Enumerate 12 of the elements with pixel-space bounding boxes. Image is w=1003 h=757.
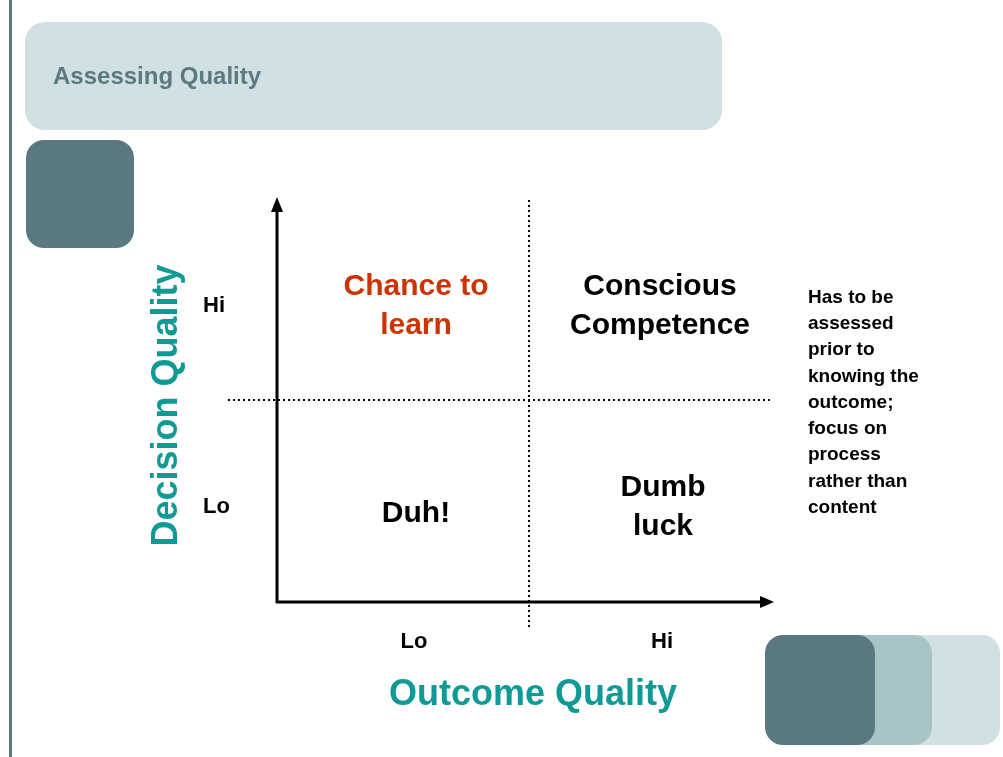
- tick-label: Hi: [650, 627, 674, 655]
- quadrant-label: Duh!: [380, 494, 452, 530]
- axis-label: Decision Quality: [142, 263, 186, 549]
- tick-label: Lo: [399, 627, 429, 655]
- note-text: Has to be assessed prior to knowing the outcome; focus on process rather than content: [808, 285, 920, 519]
- axis-label: Outcome Quality: [387, 671, 679, 715]
- tick-label: Lo: [203, 492, 231, 520]
- quadrant-label: Dumb luck: [619, 468, 707, 543]
- quadrant-label: Chance to learn: [342, 267, 490, 342]
- quadrant-label: Conscious Competence: [568, 267, 751, 342]
- tick-label: Hi: [203, 291, 226, 319]
- slide-title: Assessing Quality: [53, 61, 262, 91]
